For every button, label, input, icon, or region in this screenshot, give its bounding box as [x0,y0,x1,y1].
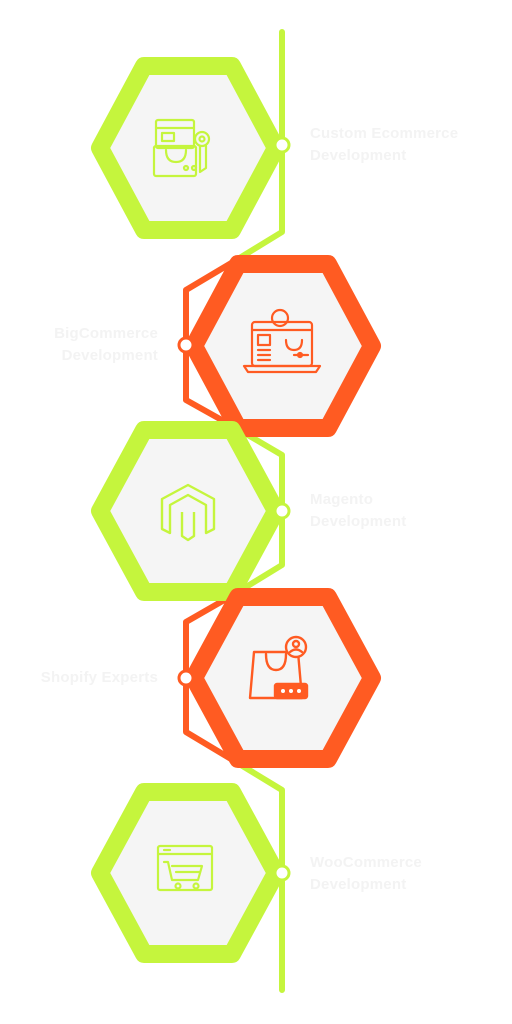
step-5 [91,783,291,963]
connector-node [273,502,291,520]
step-3-label-line-1: Magento [310,491,374,508]
laptop-bigcommerce-icon [242,308,322,374]
shopify-bag-rating-icon [248,635,309,700]
hexagon [185,588,381,768]
connector-segment-5 [233,759,285,993]
step-4-label-line-1: Shopify Experts [40,669,158,686]
magento-logo-icon [160,483,216,542]
woocommerce-cart-icon [156,844,214,892]
step-4-label: Shopify Experts [41,667,158,689]
step-1 [91,57,291,239]
step-5-label-line-2: Development [310,876,407,893]
hexagon [185,255,381,437]
step-1-label: Custom Ecommerce Development [310,123,458,167]
connector-node [273,864,291,882]
step-1-label-line-1: Custom Ecommerce [310,125,459,142]
online-store-gear-icon [152,118,211,178]
connector-node [273,136,291,154]
step-5-label: WooCommerce Development [310,852,422,896]
rating-stars [281,689,301,693]
step-2-label-line-2: Development [61,347,158,364]
step-4 [177,588,381,768]
step-3-label: Magento Development [310,489,406,533]
connector-node [177,336,195,354]
step-2-label: BigCommerce Development [54,323,158,367]
hexagon [91,421,285,601]
step-3-label-line-2: Development [310,513,407,530]
connector-node [177,669,195,687]
connector-segment-1 [230,29,285,265]
step-2 [177,255,381,437]
step-1-label-line-2: Development [310,147,407,164]
step-3 [91,421,291,601]
step-2-label-line-1: BigCommerce [54,325,158,342]
step-5-label-line-1: WooCommerce [310,854,422,871]
